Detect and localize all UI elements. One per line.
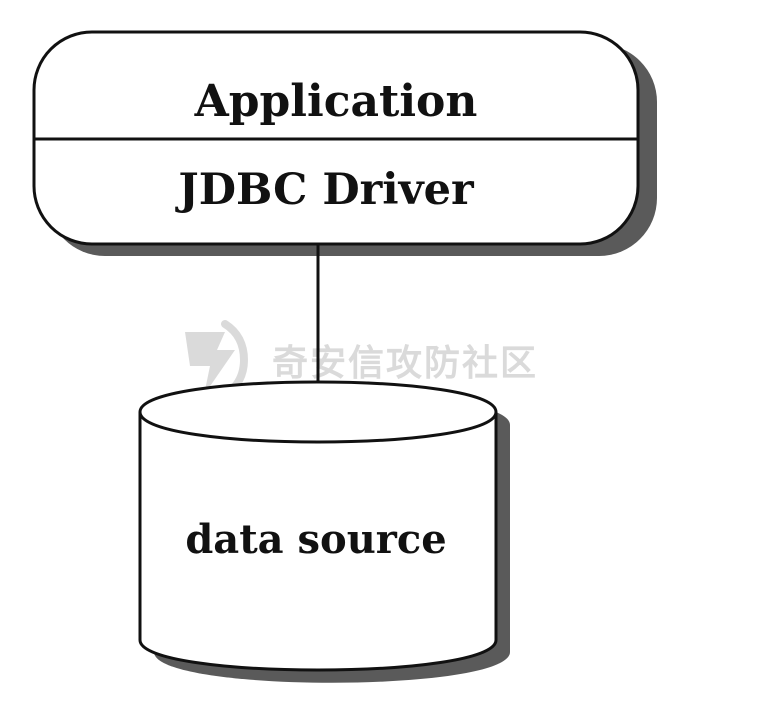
data-source-label: data source	[185, 516, 446, 563]
application-label: Application	[194, 76, 478, 127]
watermark-text: 奇安信攻防社区	[272, 343, 538, 384]
jdbc-driver-label: JDBC Driver	[174, 165, 475, 215]
data-source-top-rim	[138, 411, 498, 444]
watermark: 奇安信攻防社区	[185, 320, 538, 404]
data-source-cylinder	[138, 380, 498, 672]
